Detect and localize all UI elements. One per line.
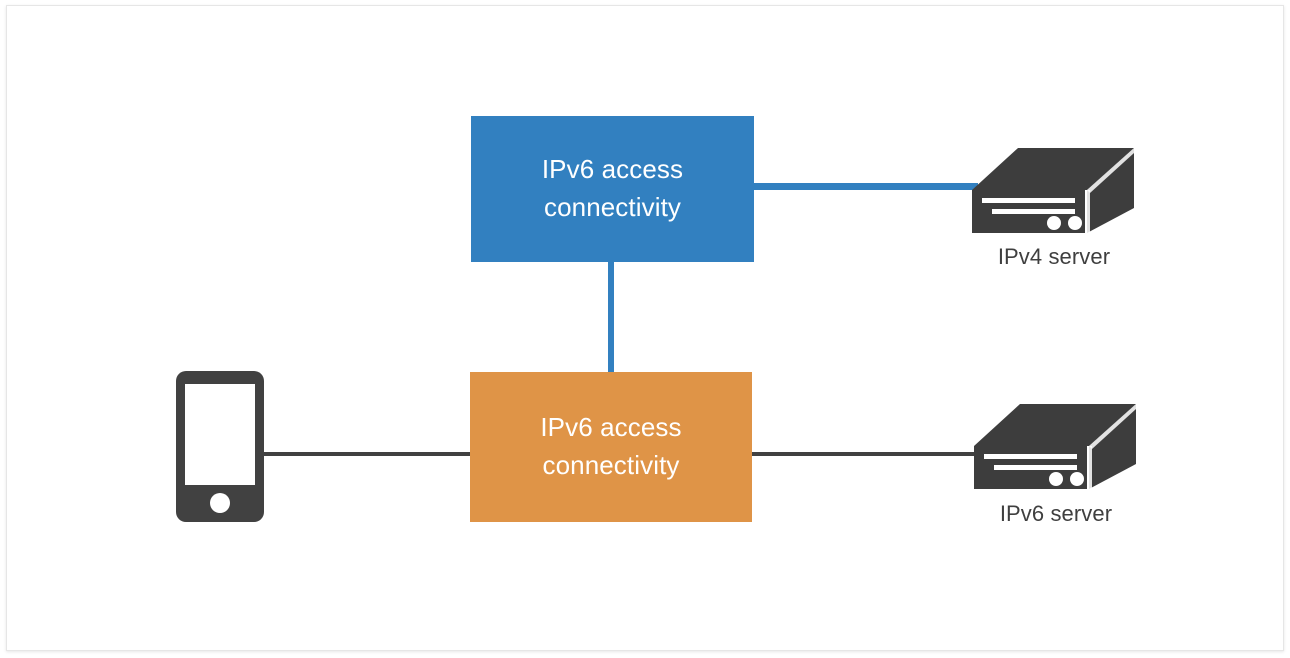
node-label-lower: IPv6 access connectivity [540,412,682,480]
server-icon [972,148,1134,233]
edge-lower-box-to-ipv6-server [750,452,976,456]
diagram-sheet [6,5,1284,651]
node-ipv6-access-connectivity-upper[interactable]: IPv6 access connectivity [471,116,754,262]
node-label-ipv4-server: IPv4 server [997,244,1111,269]
node-ipv4-server[interactable]: IPv4 server [966,140,1142,270]
mobile-phone-icon [176,371,264,522]
edge-phone-to-lower-box [262,452,474,456]
node-ipv6-access-connectivity-lower[interactable]: IPv6 access connectivity [470,372,752,522]
node-label-upper: IPv6 access connectivity [541,154,684,222]
edge-upper-box-to-ipv4-server [750,183,978,190]
node-mobile-phone[interactable] [176,371,264,522]
node-label-ipv6-server: IPv6 server [999,501,1113,526]
node-ipv6-server[interactable]: IPv6 server [968,396,1144,527]
server-icon [974,404,1136,489]
edge-upper-box-to-lower-box [608,258,614,376]
